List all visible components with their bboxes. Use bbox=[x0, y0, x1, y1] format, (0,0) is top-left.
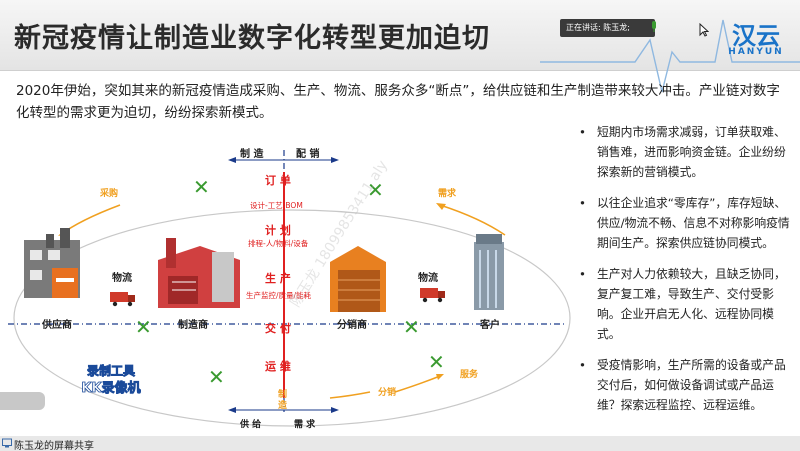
break-point-x-icon: ✕ bbox=[428, 350, 445, 374]
title-bar: 新冠疫情让制造业数字化转型更加迫切 bbox=[0, 0, 800, 71]
bottom-manufacture-label: 制 造 bbox=[278, 390, 288, 411]
distributor-label: 分销商 bbox=[337, 320, 367, 331]
customer-building-icon bbox=[474, 234, 504, 310]
step-production-detail: 生产监控/质量/能耗 bbox=[246, 291, 312, 300]
left-arrow-icon bbox=[228, 157, 236, 163]
arrow-head-icon bbox=[436, 374, 444, 380]
demand-arrow bbox=[439, 204, 506, 236]
recorder-watermark: 录制工具 KK录像机 bbox=[62, 362, 160, 397]
microphone-icon bbox=[652, 21, 656, 32]
logistics-truck-icon bbox=[110, 292, 135, 307]
break-point-x-icon: ✕ bbox=[135, 315, 152, 339]
logistics-truck-icon bbox=[420, 288, 445, 303]
demand-label: 需求 bbox=[438, 189, 457, 199]
recorder-line2: KK录像机 bbox=[81, 381, 141, 397]
break-point-x-icon: ✕ bbox=[193, 175, 210, 199]
bullet-item: • 受疫情影响，生产所需的设备或产品交付后，如何做设备调试或产品运维？探索远程监控… bbox=[575, 355, 793, 415]
manufacture-label: 制 造 bbox=[240, 149, 264, 160]
bullet-text: 生产对人力依赖较大，且缺乏协同，复产复工难，导致生产、交付受影响。企业开启无人化… bbox=[597, 267, 786, 341]
bullet-text: 以往企业追求“零库存”，库存短缺、供应/物流不畅、信息不对称影响疫情期间生产。探… bbox=[597, 196, 790, 250]
bullet-marker: • bbox=[579, 267, 586, 281]
cycle-ellipse bbox=[13, 209, 571, 427]
screen-share-label: 陈玉龙的屏幕共享 bbox=[14, 441, 94, 451]
bullet-text: 短期内市场需求减弱，订单获取难、销售难，进而影响资金链。企业纷纷探索新的营销模式… bbox=[597, 125, 786, 179]
side-collapse-tab[interactable] bbox=[0, 392, 45, 410]
bullet-marker: • bbox=[579, 196, 586, 210]
demand-bottom-label: 需 求 bbox=[294, 420, 316, 430]
bullet-marker: • bbox=[579, 358, 586, 372]
decorative-line-graphic bbox=[540, 19, 800, 93]
left-arrow-icon bbox=[228, 407, 236, 413]
step-maintenance: 运 维 bbox=[265, 360, 291, 373]
break-point-x-icon: ✕ bbox=[208, 365, 225, 389]
arrow-head-icon bbox=[436, 203, 446, 210]
slide-title: 新冠疫情让制造业数字化转型更加迫切 bbox=[14, 23, 490, 54]
step-plan-detail: 排程-人/物料/设备 bbox=[248, 239, 309, 248]
customer-label: 客户 bbox=[480, 320, 500, 331]
bullet-text: 受疫情影响，生产所需的设备或产品交付后，如何做设备调试或产品运维？探索远程监控、… bbox=[597, 358, 786, 412]
distribution-arrow bbox=[329, 391, 371, 399]
supplier-factory-icon bbox=[24, 228, 80, 298]
screen-share-bar[interactable]: 陈玉龙的屏幕共享 bbox=[0, 436, 800, 451]
logo-chinese: 汉云 bbox=[732, 22, 780, 50]
diagram-graphics bbox=[8, 150, 571, 427]
supply-chain-diagram: 制 造 配 销 供 给 需 求 订 单 设计-工艺-BOM 计 划 排程-人/物… bbox=[0, 130, 575, 430]
screen-share-icon bbox=[2, 438, 12, 448]
manufacturer-factory-icon bbox=[158, 238, 240, 308]
bullet-item: • 短期内市场需求减弱，订单获取难、销售难，进而影响资金链。企业纷纷探索新的营销模… bbox=[575, 122, 793, 182]
step-delivery: 交 付 bbox=[265, 322, 291, 335]
recorder-line1: 录制工具 bbox=[86, 364, 136, 379]
manufacturer-label: 制造商 bbox=[178, 320, 208, 331]
logo-english: HANYUN bbox=[728, 47, 784, 57]
distribution-sales-label: 配 销 bbox=[296, 149, 320, 160]
bullet-item: • 生产对人力依赖较大，且缺乏协同，复产复工难，导致生产、交付受影响。企业开启无人… bbox=[575, 264, 793, 344]
speaking-indicator: 正在讲话: 陈玉龙; bbox=[560, 19, 655, 37]
right-arrow-icon bbox=[331, 407, 339, 413]
logistics-label-right: 物流 bbox=[418, 273, 438, 284]
mouse-cursor-icon bbox=[699, 23, 709, 37]
purchase-label: 采购 bbox=[100, 189, 119, 199]
right-arrow-icon bbox=[331, 157, 339, 163]
step-plan: 计 划 bbox=[265, 224, 291, 237]
bullet-marker: • bbox=[579, 125, 586, 139]
break-point-x-icon: ✕ bbox=[367, 178, 384, 202]
supply-label: 供 给 bbox=[240, 420, 262, 430]
step-order-detail: 设计-工艺-BOM bbox=[250, 201, 303, 210]
logistics-label-left: 物流 bbox=[112, 273, 132, 284]
service-arrow bbox=[394, 375, 441, 393]
service-label: 服务 bbox=[460, 370, 479, 380]
bullet-list: • 短期内市场需求减弱，订单获取难、销售难，进而影响资金链。企业纷纷探索新的营销模… bbox=[575, 122, 793, 426]
break-point-x-icon: ✕ bbox=[403, 315, 420, 339]
bullet-item: • 以往企业追求“零库存”，库存短缺、供应/物流不畅、信息不对称影响疫情期间生产。… bbox=[575, 193, 793, 253]
distributor-warehouse-icon bbox=[330, 246, 386, 312]
step-order: 订 单 bbox=[265, 174, 291, 187]
distribution-label: 分销 bbox=[378, 388, 397, 398]
hanyun-logo: 汉云 HANYUN bbox=[716, 16, 796, 60]
step-production: 生 产 bbox=[265, 272, 291, 285]
intro-paragraph: 2020年伊始，突如其来的新冠疫情造成采购、生产、物流、服务众多“断点”，给供应… bbox=[16, 83, 780, 121]
supplier-label: 供应商 bbox=[42, 320, 72, 331]
